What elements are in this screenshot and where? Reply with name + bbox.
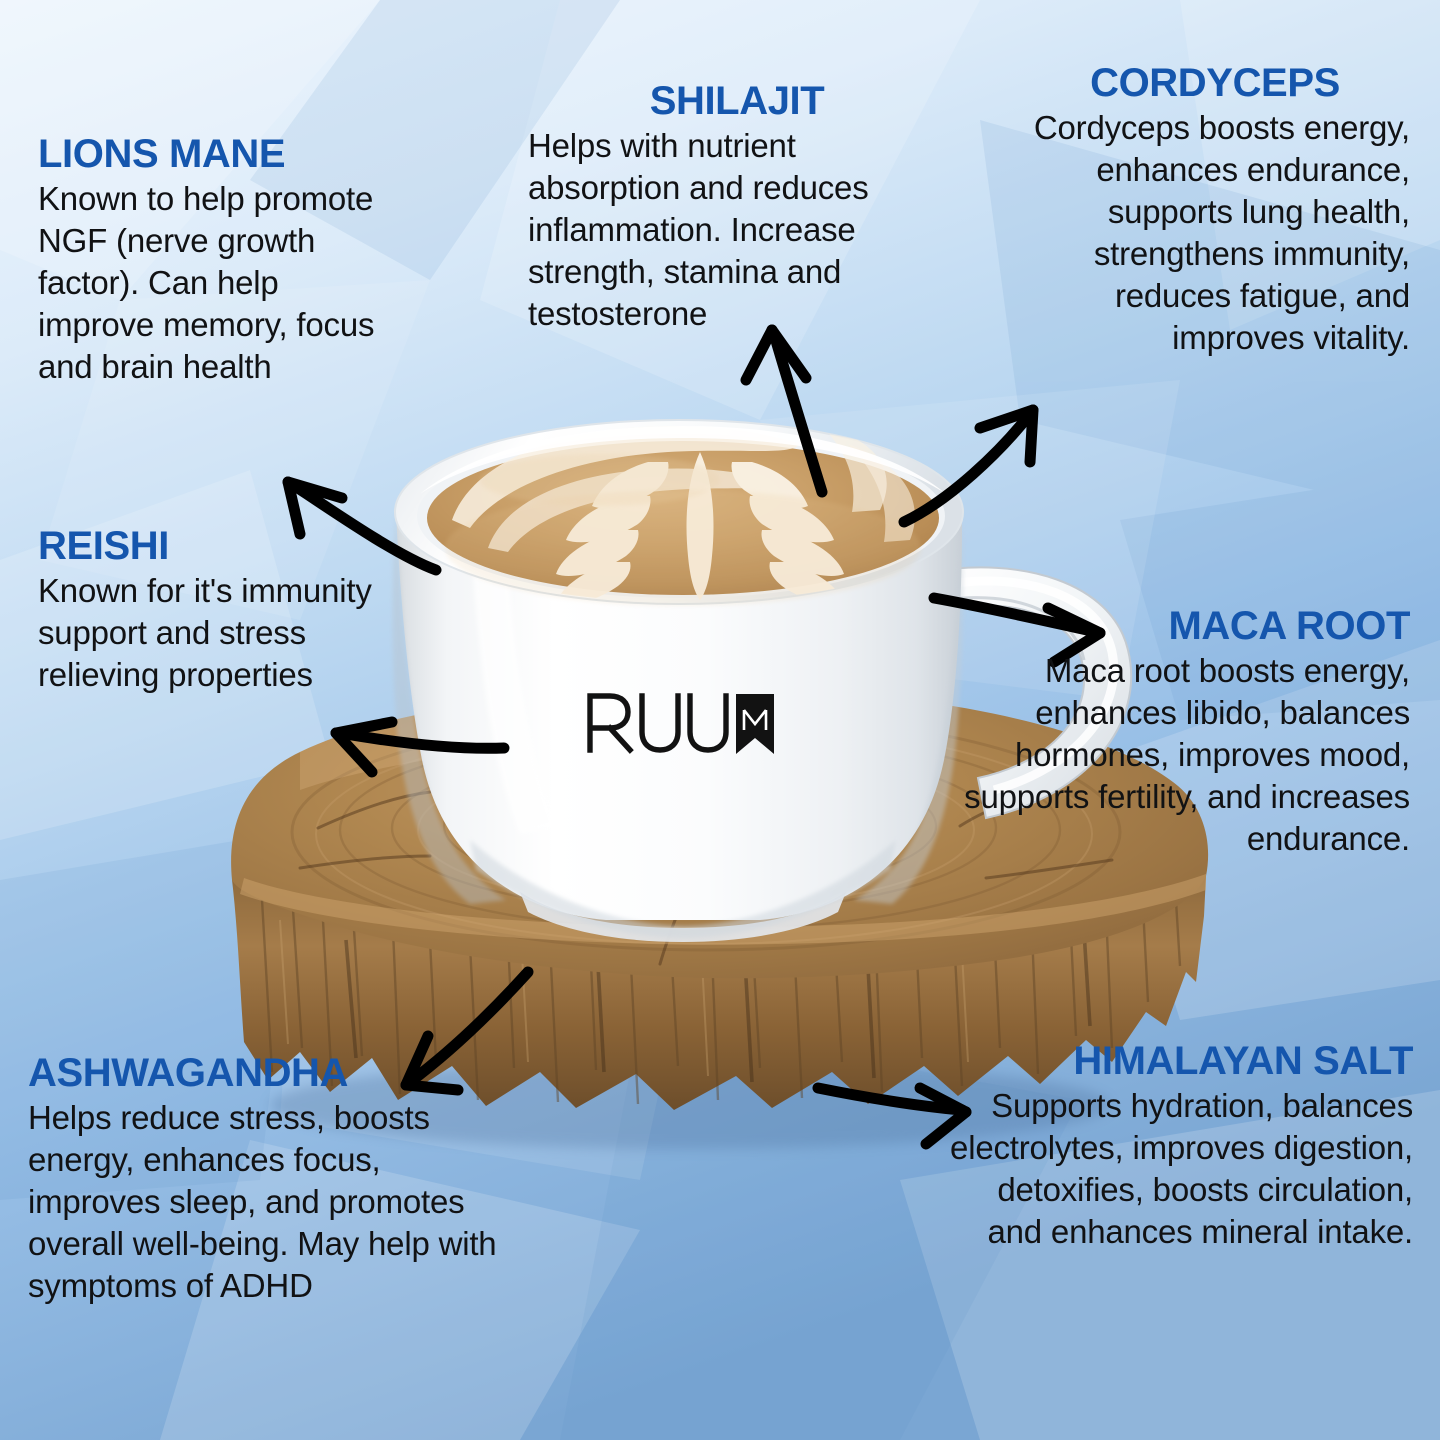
cup-body bbox=[392, 512, 964, 942]
arrow-to-cordyceps bbox=[898, 404, 1039, 528]
ingredient-title-himalayan-salt: HIMALAYAN SALT bbox=[1073, 1039, 1413, 1083]
latte-surface bbox=[427, 441, 939, 595]
arrow-to-reishi bbox=[330, 716, 510, 778]
ingredient-title-reishi: REISHI bbox=[38, 524, 169, 568]
ingredient-title-shilajit: SHILAJIT bbox=[649, 79, 825, 123]
ingredient-himalayan-salt: HIMALAYAN SALT Supports hydration, balan… bbox=[945, 1039, 1413, 1253]
ingredient-body-shilajit: Helps with nutrient absorption and reduc… bbox=[528, 127, 869, 332]
ingredient-body-himalayan-salt: Supports hydration, balances electrolyte… bbox=[950, 1087, 1413, 1250]
cup-rim-and-latte bbox=[394, 419, 964, 606]
ingredient-ashwagandha: ASHWAGANDHA Helps reduce stress, boosts … bbox=[28, 1051, 508, 1307]
ingredient-cordyceps: CORDYCEPS Cordyceps boosts energy, enhan… bbox=[1020, 61, 1410, 359]
ingredient-maca-root: MACA ROOT Maca root boosts energy, enhan… bbox=[960, 604, 1410, 860]
ingredient-body-reishi: Known for it's immunity support and stre… bbox=[38, 572, 372, 693]
ingredient-body-ashwagandha: Helps reduce stress, boosts energy, enha… bbox=[28, 1099, 497, 1304]
ingredient-body-maca-root: Maca root boosts energy, enhances libido… bbox=[964, 652, 1410, 857]
ingredient-shilajit: SHILAJIT Helps with nutrient absorption … bbox=[528, 79, 946, 335]
arrow-to-shilajit bbox=[740, 324, 828, 498]
ingredient-title-ashwagandha: ASHWAGANDHA bbox=[28, 1051, 349, 1095]
arrow-to-himalayan-salt bbox=[812, 1082, 972, 1150]
latte-art-rosetta bbox=[452, 424, 915, 602]
ingredient-body-lions-mane: Known to help promote NGF (nerve growth … bbox=[38, 180, 375, 385]
ingredient-body-cordyceps: Cordyceps boosts energy, enhances endura… bbox=[1033, 109, 1410, 356]
ingredient-title-maca-root: MACA ROOT bbox=[1168, 604, 1410, 648]
ingredient-reishi: REISHI Known for it's immunity support a… bbox=[38, 524, 378, 696]
ingredient-title-lions-mane: LIONS MANE bbox=[38, 132, 286, 176]
ingredient-lions-mane: LIONS MANE Known to help promote NGF (ne… bbox=[38, 132, 398, 388]
cup-brand-logo bbox=[587, 693, 774, 754]
ingredient-title-cordyceps: CORDYCEPS bbox=[1090, 61, 1340, 105]
